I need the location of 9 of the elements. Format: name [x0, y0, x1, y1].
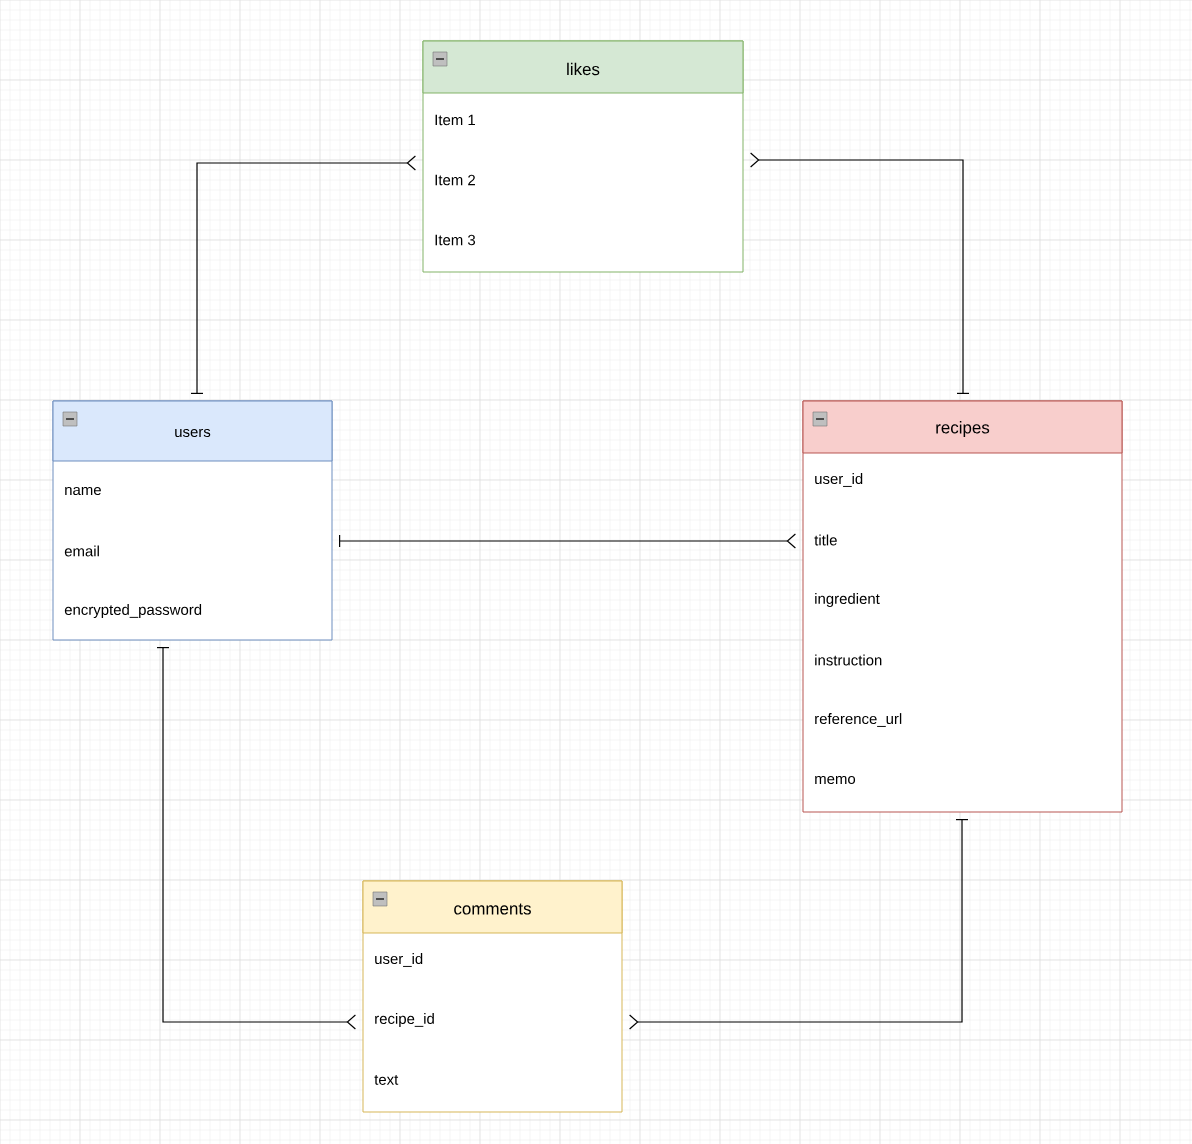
table-box: likes Item 1 Item 2 Item 3 — [422, 40, 744, 273]
relationship-line — [156, 647, 356, 1030]
relationship-line — [750, 152, 970, 394]
table-box: users name email encrypted_password — [52, 400, 333, 641]
table-box: recipes user_id title ingredient instruction reference_url memo — [802, 400, 1123, 813]
relationship-line — [339, 533, 796, 549]
table-box: comments user_id recipe_id text — [362, 880, 623, 1113]
relationship-line — [629, 819, 969, 1030]
relationship-line — [190, 155, 416, 394]
